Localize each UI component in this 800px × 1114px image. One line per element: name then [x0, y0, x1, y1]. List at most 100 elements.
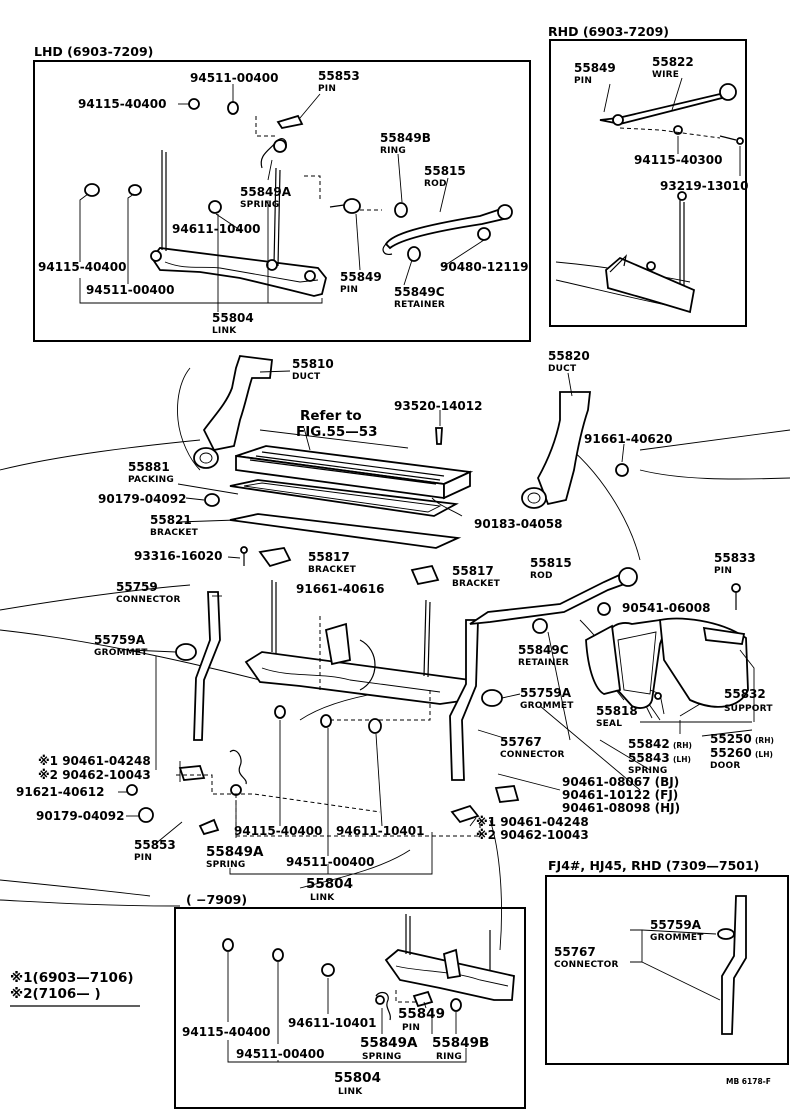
callout-part-name: GROMMET	[650, 933, 704, 943]
bottom-range-label: ( −7909)	[186, 892, 247, 907]
callout-part-number: 90461-08098 (HJ)	[562, 801, 680, 815]
callout-part-number: 91661-40616	[296, 582, 384, 596]
callout-part-number: 55853	[318, 69, 360, 83]
callout-part-number: 55817	[308, 550, 350, 564]
callout-part-name: DUCT	[292, 372, 321, 382]
callout-part-number: 55250	[710, 732, 752, 746]
callout-part-number: 91661-40620	[584, 432, 672, 446]
callout-part-number: 55849A	[206, 844, 264, 860]
bottom-link-assembly	[222, 914, 515, 1021]
callout-part-number: 55832	[724, 687, 766, 701]
callout-part-number: 55759A	[94, 633, 146, 647]
callout-part-number: 55759A	[650, 918, 702, 932]
callout-part-name: LINK	[310, 893, 335, 903]
callout-part-name: PACKING	[128, 475, 174, 485]
rhd-assembly	[555, 77, 744, 314]
callout-part-number: 55849A	[360, 1035, 418, 1051]
figure-reference: FIG.55—53	[296, 424, 378, 440]
lhd-panel-title: LHD (6903-7209)	[34, 44, 153, 59]
callout-part-name: CONNECTOR	[500, 750, 565, 760]
callout-part-name: PIN	[318, 84, 336, 94]
callout-part-number: 55849A	[240, 185, 292, 199]
lower-small-parts	[126, 705, 520, 837]
callout-variant: (LH)	[755, 750, 773, 759]
callout-part-number: 94511-00400	[236, 1047, 324, 1061]
callout-part-number: 55815	[424, 164, 466, 178]
callout-part-number: 93520-14012	[394, 399, 482, 413]
callout-part-number: 94115-40300	[634, 153, 722, 167]
vehicle-body-outline	[0, 367, 791, 951]
main-leader-lines	[118, 595, 755, 875]
callout-part-name: RETAINER	[394, 300, 445, 310]
callout-part-number: 94511-00400	[86, 283, 174, 297]
callout-part-number: 93219-13010	[660, 179, 748, 193]
callout-part-number: 55804	[306, 876, 353, 892]
callout-part-number: 90541-06008	[622, 601, 710, 615]
fj4-connector	[630, 895, 747, 1035]
callout-part-number: 94611-10401	[288, 1016, 376, 1030]
callout-part-number: 90461-10122 (FJ)	[562, 788, 678, 802]
callout-part-number: 55849C	[518, 643, 569, 657]
callout-part-number: 91621-40612	[16, 785, 104, 799]
callout-part-number: 55842	[628, 737, 670, 751]
ventilator-grille	[177, 410, 629, 549]
callout-part-number: 55833	[714, 551, 756, 565]
callout-part-number: 94115-40400	[38, 260, 126, 274]
callout-part-number: 94511-00400	[190, 71, 278, 85]
bottom-panel	[174, 907, 526, 1109]
callout-part-number: 55759	[116, 580, 158, 594]
rhd-panel	[549, 39, 747, 327]
callout-part-name: ROD	[424, 179, 447, 189]
callout-part-number: ※1 90461-04248	[38, 754, 151, 768]
callout-part-name: DUCT	[548, 364, 577, 374]
callout-part-number: 55759A	[520, 686, 572, 700]
callout-part-name: SPRING	[362, 1052, 401, 1062]
spring-caption: SPRING	[628, 766, 667, 776]
callout-labels: 94511-00400 55853 PIN 94115-40400 55849B…	[10, 55, 774, 1097]
callout-part-number: 55815	[530, 556, 572, 570]
callout-part-number: 94115-40400	[234, 824, 322, 838]
legend-note-1: ※1(6903—7106)	[10, 970, 134, 986]
callout-part-name: LINK	[212, 326, 237, 336]
callout-part-name: PIN	[714, 566, 732, 576]
callout-part-number: 55853	[134, 838, 176, 852]
callout-part-number: 55822	[652, 55, 694, 69]
callout-part-name: GROMMET	[520, 701, 574, 711]
callout-part-number: 55820	[548, 349, 590, 363]
callout-part-number: 55849	[574, 61, 616, 75]
callout-part-number: 55804	[212, 311, 254, 325]
callout-part-name: RING	[380, 146, 406, 156]
callout-part-name: SPRING	[240, 200, 279, 210]
callout-part-number: 94611-10400	[172, 222, 260, 236]
bottom-leader-lines	[227, 952, 467, 1063]
callout-part-number: 55767	[500, 735, 542, 749]
illustration-code: MB 6178-F	[726, 1077, 771, 1086]
callout-part-name: BRACKET	[452, 579, 501, 589]
callout-part-number: ※1 90461-04248	[476, 815, 589, 829]
main-link-assembly	[244, 580, 471, 721]
callout-part-name: LINK	[338, 1087, 363, 1097]
callout-part-number: 55804	[334, 1070, 381, 1086]
callout-part-number: 55767	[554, 945, 596, 959]
fj4-panel	[545, 875, 789, 1065]
callout-part-name: CONNECTOR	[116, 595, 181, 605]
callout-part-number: 55817	[452, 564, 494, 578]
callout-part-number: 94611-10401	[336, 824, 424, 838]
callout-part-name: SPRING	[206, 860, 245, 870]
rhd-panel-title: RHD (6903-7209)	[548, 24, 669, 39]
callout-part-number: 94115-40400	[182, 1025, 270, 1039]
callout-part-number: 55821	[150, 513, 192, 527]
door-caption: DOOR	[710, 761, 741, 771]
callout-part-name: CONNECTOR	[554, 960, 619, 970]
grille-slots	[249, 451, 445, 485]
lhd-panel	[33, 60, 531, 342]
callout-part-number: 55849B	[380, 131, 431, 145]
lhd-leader-lines	[79, 84, 485, 312]
callout-part-number: 94115-40400	[78, 97, 166, 111]
fj4-panel-title: FJ4#, HJ45, RHD (7309—7501)	[548, 858, 759, 873]
callout-variant: (LH)	[673, 755, 691, 764]
callout-part-name: PIN	[134, 853, 152, 863]
refer-to-label: Refer to	[300, 408, 362, 424]
callout-part-number: 90179-04092	[98, 492, 186, 506]
